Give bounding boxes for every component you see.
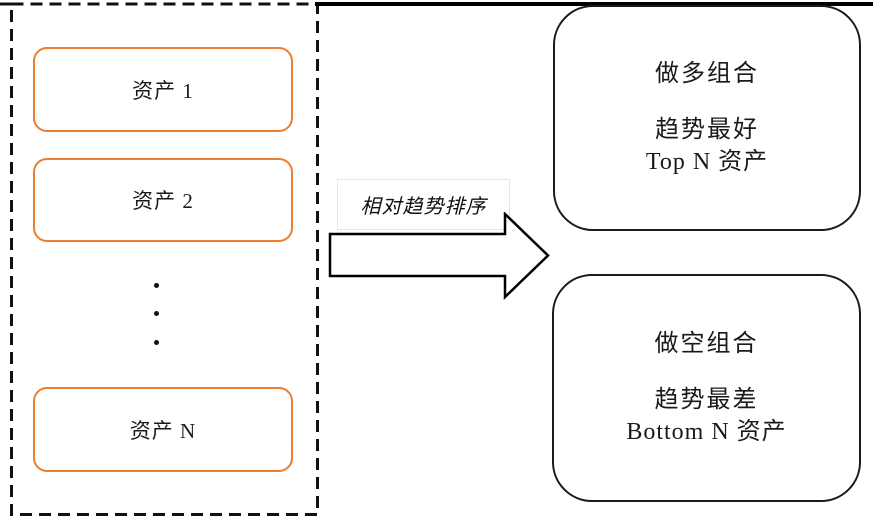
ellipsis-dot (154, 283, 159, 288)
arrow-label-box: 相对趋势排序 (337, 179, 510, 230)
asset-box-2-label: 资产 2 (132, 189, 194, 213)
long-portfolio-title: 做多组合 (655, 60, 759, 87)
long-portfolio-desc: 趋势最好 (655, 116, 759, 143)
asset-box-1: 资产 1 (33, 47, 293, 132)
short-portfolio-selection: Bottom N 资产 (626, 419, 787, 445)
asset-box-2: 资产 2 (33, 158, 293, 242)
asset-universe-container (10, 2, 319, 516)
long-portfolio-box: 做多组合 趋势最好 Top N 资产 (553, 5, 861, 231)
right-block-arrow-icon (328, 212, 550, 300)
ellipsis-dot (154, 311, 159, 316)
long-portfolio-selection: Top N 资产 (645, 149, 769, 175)
short-portfolio-title: 做空组合 (654, 330, 759, 357)
asset-box-n: 资产 N (33, 387, 293, 472)
ellipsis-dot (154, 340, 159, 345)
asset-box-n-label: 资产 N (129, 418, 197, 443)
arrow-label: 相对趋势排序 (360, 196, 487, 218)
asset-box-1-label: 资产 1 (132, 78, 194, 103)
short-portfolio-box: 做空组合 趋势最差 Bottom N 资产 (552, 274, 861, 502)
short-portfolio-desc: 趋势最差 (654, 386, 759, 413)
